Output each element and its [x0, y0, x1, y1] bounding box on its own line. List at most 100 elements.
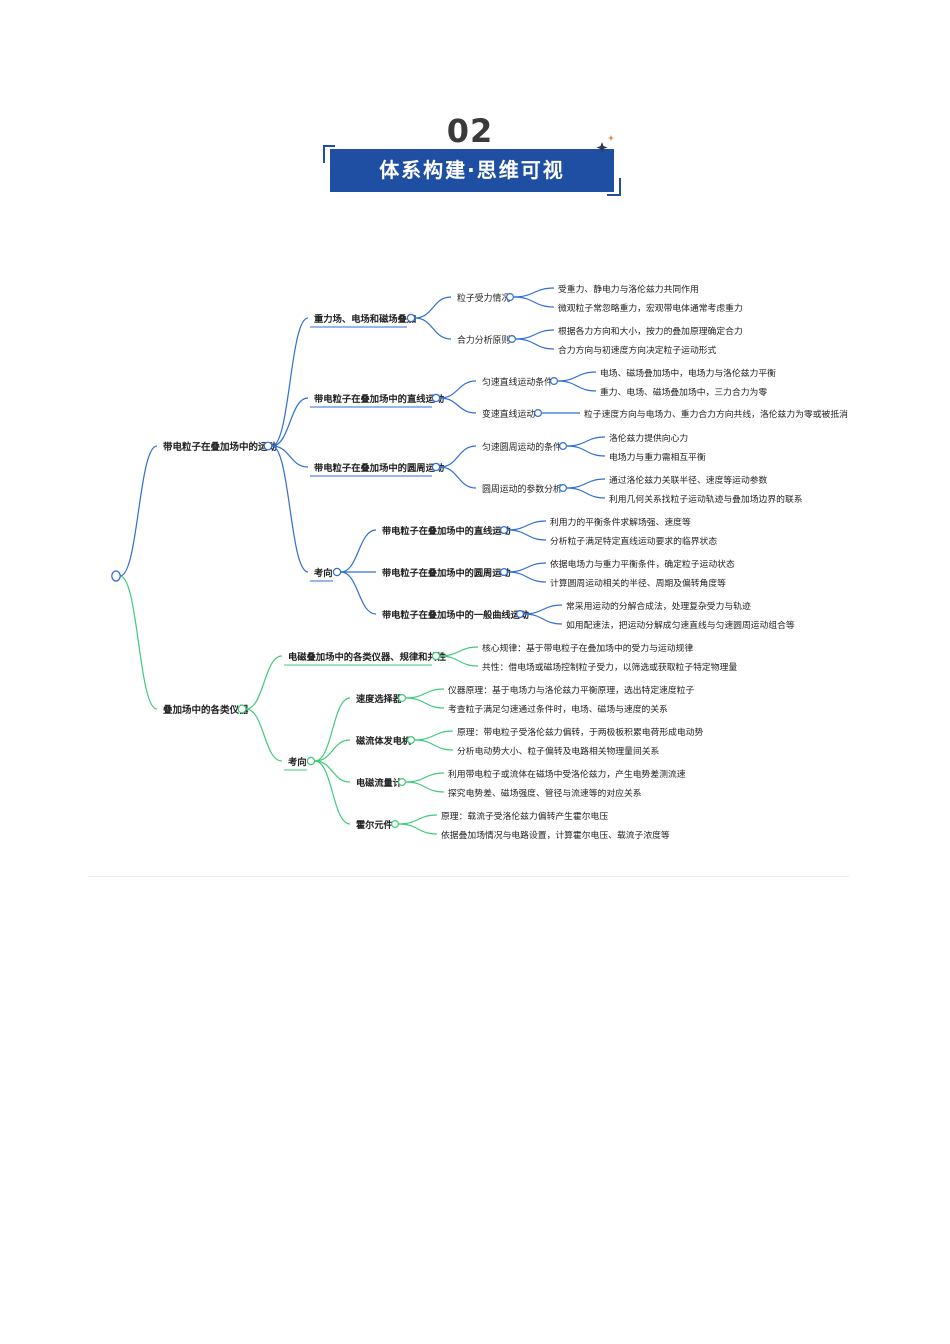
node-circle [407, 735, 416, 744]
subtopic-connector [414, 296, 452, 319]
node-circle [533, 409, 542, 418]
subtopic-connector [314, 697, 351, 762]
subtopic-label: 粒子受力情况 [457, 292, 510, 304]
leaf-node: 原理：带电粒子受洛伦兹力偏转，于两极板积累电荷形成电动势 [457, 726, 704, 738]
leaf-node: 受重力、静电力与洛伦兹力共同作用 [558, 283, 699, 295]
leaf-connector [405, 688, 445, 699]
leaf-connector [523, 613, 563, 625]
section-number: 02 [446, 112, 494, 150]
leaf-node: 如用配速法，把运动分解成匀速直线与匀速圆周运动组合等 [566, 619, 795, 631]
leaf-node: 分析电动势大小、粒子偏转及电路相关物理量间关系 [457, 745, 660, 757]
banner-bracket-left [323, 145, 335, 163]
topic-label: 带电粒子在叠加场中的直线运动 [314, 393, 444, 405]
leaf-connector [405, 781, 445, 793]
node-circle [332, 567, 342, 577]
leaf-node: 利用力的平衡条件求解场强、速度等 [550, 516, 691, 528]
topic-connector [271, 445, 309, 468]
subtopic-connector [439, 466, 477, 489]
node-circle [391, 819, 400, 828]
leaf-node: 分析粒子满足特定直线运动要求的临界状态 [550, 535, 717, 547]
section-banner: 体系构建·思维可视 [331, 150, 613, 191]
leaf-node: 电场力与重力需相互平衡 [609, 451, 706, 463]
leaf-connector [523, 604, 563, 615]
node-circle [500, 567, 509, 576]
subtopic-connector [439, 397, 477, 414]
subtopic-connector [340, 529, 377, 573]
node-circle [237, 704, 247, 714]
leaf-connector [566, 478, 606, 489]
leaf-connector [507, 571, 547, 583]
subtopic-label: 合力分析原则 [457, 334, 510, 346]
node-circle [515, 609, 524, 618]
subtopic-label: 速度选择器 [356, 693, 403, 705]
topic-label: 考向 [288, 756, 307, 768]
leaf-node: 依据叠加场情况与电路设置，计算霍尔电压、载流子浓度等 [441, 829, 670, 841]
leaf-connector [566, 487, 606, 499]
subtopic-label: 圆周运动的参数分析 [482, 483, 562, 495]
node-circle [500, 525, 509, 534]
topic-connector [245, 708, 283, 762]
node-circle [306, 756, 316, 766]
subtopic-label: 带电粒子在叠加场中的直线运动 [382, 525, 511, 537]
banner-bracket-right [607, 178, 621, 196]
node-circle [549, 377, 558, 386]
leaf-node: 通过洛伦兹力关联半径、速度等运动参数 [609, 474, 768, 486]
leaf-node: 根据各力方向和大小，按力的叠加原理确定合力 [558, 325, 743, 337]
leaf-connector [507, 562, 547, 573]
leaf-connector [513, 287, 555, 298]
topic-connector [271, 445, 309, 573]
node-circle [431, 651, 441, 661]
leaf-connector [566, 445, 606, 457]
leaf-node: 粒子速度方向与电场力、重力合力方向共线，洛伦兹力为零或被抵消 [584, 408, 848, 420]
node-circle [506, 293, 515, 302]
subtopic-label: 带电粒子在叠加场中的圆周运动 [382, 567, 511, 579]
leaf-node: 利用带电粒子或流体在磁场中受洛伦兹力，产生电势差测流速 [448, 768, 686, 780]
subtopic-label: 带电粒子在叠加场中的一般曲线运动 [382, 609, 529, 621]
topic-label: 电磁叠加场中的各类仪器、规律和共性 [288, 651, 447, 663]
leaf-connector [507, 520, 547, 531]
main-branch-label: 带电粒子在叠加场中的运动 [163, 441, 278, 453]
leaf-node: 合力方向与初速度方向决定粒子运动形式 [558, 344, 717, 356]
subtopic-connector [314, 760, 351, 825]
leaf-connector [507, 529, 547, 541]
node-circle [508, 335, 517, 344]
leaf-node: 探究电势差、磁场强度、管径与流速等的对应关系 [448, 787, 642, 799]
subtopic-connector [439, 445, 477, 468]
leaf-connector [557, 371, 597, 382]
node-circle [558, 442, 567, 451]
leaf-node: 原理：载流子受洛伦兹力偏转产生霍尔电压 [441, 810, 608, 822]
subtopic-connector [414, 317, 452, 340]
topic-connector [245, 655, 283, 710]
leaf-connector [515, 329, 555, 340]
divider [88, 876, 850, 877]
main-branch-label: 叠加场中的各类仪器 [163, 704, 249, 716]
leaf-node: 计算圆周运动相关的半径、周期及偏转角度等 [550, 577, 726, 589]
topic-connector [271, 317, 309, 447]
node-circle [398, 777, 407, 786]
subtopic-label: 匀速直线运动条件 [482, 376, 553, 388]
root-node [111, 570, 121, 582]
leaf-connector [405, 697, 445, 709]
subtopic-connector [439, 380, 477, 399]
mind-map: 带电粒子在叠加场中的运动重力场、电场和磁场叠加粒子受力情况受重力、静电力与洛伦兹… [111, 283, 848, 841]
leaf-connector [398, 823, 438, 835]
leaf-node: 仪器原理：基于电场力与洛伦兹力平衡原理，选出特定速度粒子 [448, 684, 695, 696]
node-circle [558, 484, 567, 493]
topic-connector [271, 397, 309, 447]
subtopic-label: 磁流体发电机 [356, 735, 412, 747]
main-branch-connector [119, 575, 158, 710]
leaf-connector [414, 730, 454, 741]
subtopic-connector [340, 571, 377, 615]
section-title: 体系构建·思维可视 [379, 158, 565, 182]
node-circle [398, 693, 407, 702]
subtopic-label: 霍尔元件 [356, 819, 393, 831]
node-circle [406, 313, 416, 323]
node-circle [431, 462, 441, 472]
subtopic-label: 电磁流量计 [356, 777, 402, 789]
leaf-connector [414, 739, 454, 751]
leaf-node: 考查粒子满足匀速通过条件时，电场、磁场与速度的关系 [448, 703, 668, 715]
subtopic-connector [314, 739, 351, 762]
leaf-connector [513, 296, 555, 308]
sparkle-icon [596, 135, 614, 153]
leaf-connector [566, 436, 606, 447]
